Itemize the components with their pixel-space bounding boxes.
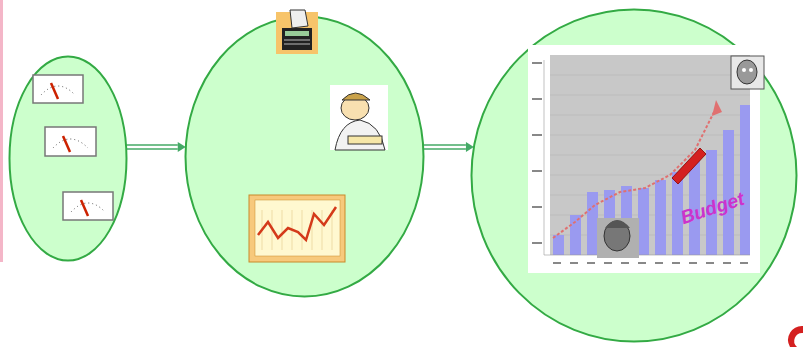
ellipse-outline xyxy=(184,15,425,298)
line-chart-icon xyxy=(249,195,345,262)
logo-mark xyxy=(788,326,803,347)
calculator-icon xyxy=(276,10,318,54)
process-ellipse xyxy=(8,55,128,262)
bar-chart xyxy=(528,45,764,273)
page-border xyxy=(0,0,3,262)
person-icon xyxy=(597,218,639,258)
process-ellipse xyxy=(184,15,425,298)
double-arrow xyxy=(423,142,474,152)
double-arrow xyxy=(126,142,186,152)
ellipse-outline xyxy=(470,8,798,343)
gauge-icons xyxy=(33,75,113,220)
ellipse-outline xyxy=(8,55,128,262)
worker-icon xyxy=(330,85,388,150)
process-ellipse xyxy=(470,8,798,343)
person-icon xyxy=(731,56,764,89)
